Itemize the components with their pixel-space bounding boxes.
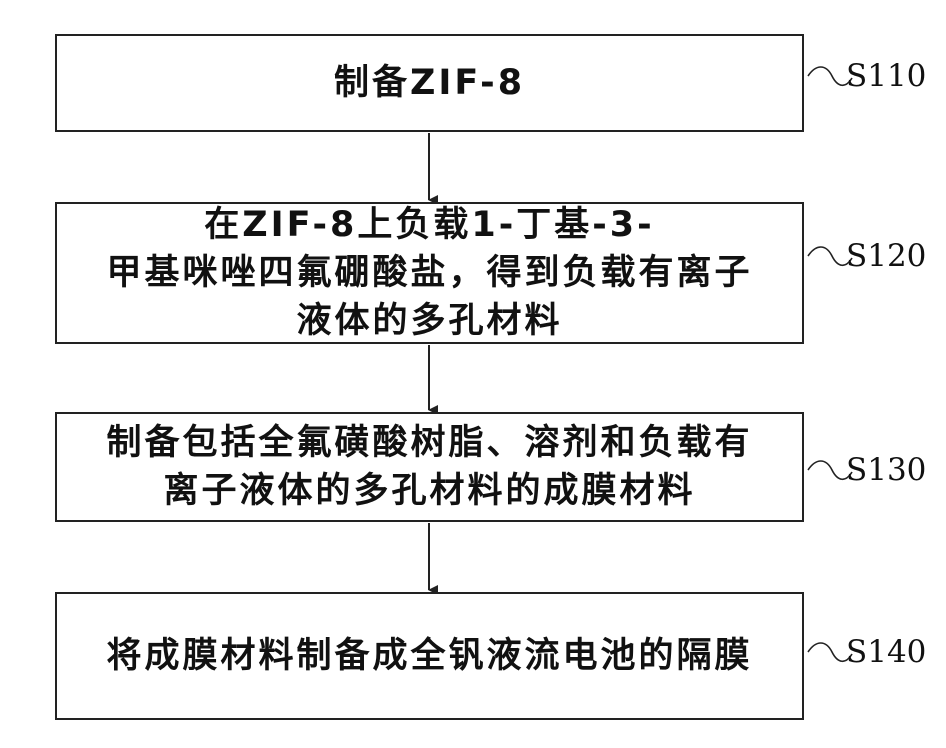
step-line: 在ZIF-8上负载1-丁基-3- [106,201,752,249]
step-label-s120: S120 [846,238,926,274]
step-line: 甲基咪唑四氟硼酸盐，得到负载有离子 [106,249,752,297]
step-line: 制备ZIF-8 [334,59,525,107]
step-box-s140: 将成膜材料制备成全钒液流电池的隔膜 [55,592,804,720]
step-line: 液体的多孔材料 [106,297,752,345]
step-label-s140: S140 [846,634,926,670]
step-box-s130: 制备包括全氟磺酸树脂、溶剂和负载有 离子液体的多孔材料的成膜材料 [55,412,804,522]
step-label-s130: S130 [846,452,926,488]
step-line: 将成膜材料制备成全钒液流电池的隔膜 [106,632,752,680]
step-box-s110: 制备ZIF-8 [55,34,804,132]
step-text-s120: 在ZIF-8上负载1-丁基-3- 甲基咪唑四氟硼酸盐，得到负载有离子 液体的多孔… [106,201,752,345]
step-text-s140: 将成膜材料制备成全钒液流电池的隔膜 [106,632,752,680]
step-box-s120: 在ZIF-8上负载1-丁基-3- 甲基咪唑四氟硼酸盐，得到负载有离子 液体的多孔… [55,202,804,344]
step-text-s110: 制备ZIF-8 [334,59,525,107]
step-label-s110: S110 [846,58,926,94]
step-line: 制备包括全氟磺酸树脂、溶剂和负载有 [106,419,752,467]
step-text-s130: 制备包括全氟磺酸树脂、溶剂和负载有 离子液体的多孔材料的成膜材料 [106,419,752,515]
step-line: 离子液体的多孔材料的成膜材料 [106,467,752,515]
